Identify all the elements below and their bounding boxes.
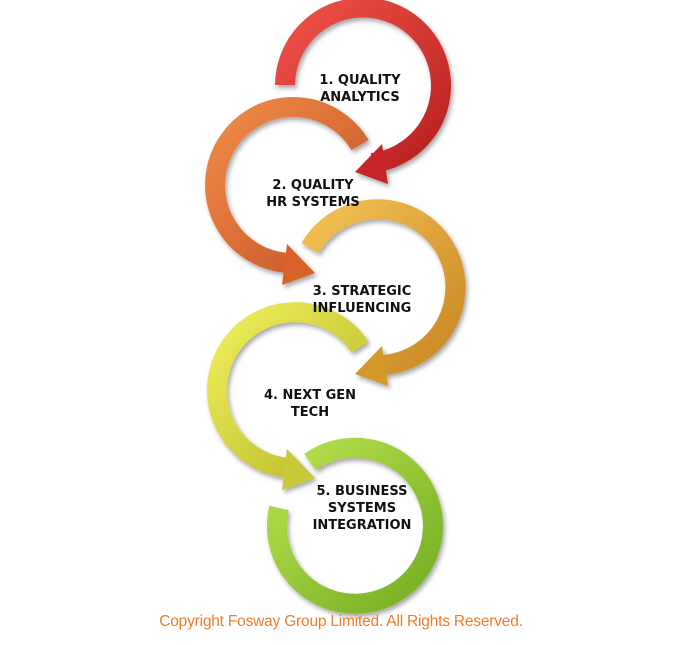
step-1-arrow <box>275 0 451 184</box>
step-5-label: 5. BUSINESS SYSTEMS INTEGRATION <box>302 483 422 534</box>
step-4-label: 4. NEXT GEN TECH <box>255 387 365 421</box>
step-4-line2: TECH <box>290 405 330 420</box>
step-2-line2: HR SYSTEMS <box>266 195 360 210</box>
step-3-arrow <box>301 199 466 386</box>
step-3-line2: INFLUENCING <box>312 301 412 316</box>
step-5-line2: SYSTEMS <box>327 501 397 516</box>
step-2-label: 2. QUALITY HR SYSTEMS <box>258 177 368 211</box>
step-1-line2: ANALYTICS <box>320 90 400 105</box>
step-2-line1: 2. QUALITY <box>272 178 354 193</box>
copyright-notice: Copyright Fosway Group Limited. All Righ… <box>159 613 523 630</box>
step-4-arrow <box>207 302 369 490</box>
step-5-line3: INTEGRATION <box>312 518 412 533</box>
step-3-line1: 3. STRATEGIC <box>312 284 412 299</box>
step-1-label: 1. QUALITY ANALYTICS <box>305 72 415 106</box>
step-4-line1: 4. NEXT GEN <box>263 388 357 403</box>
step-3-label: 3. STRATEGIC INFLUENCING <box>302 283 422 317</box>
step-5-arrow <box>267 437 443 614</box>
step-5-line1: 5. BUSINESS <box>316 484 408 499</box>
step-2-arrow <box>205 97 369 285</box>
step-1-line1: 1. QUALITY <box>319 73 401 88</box>
